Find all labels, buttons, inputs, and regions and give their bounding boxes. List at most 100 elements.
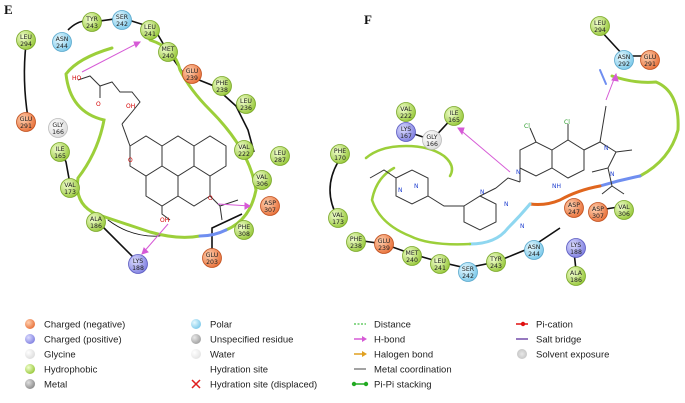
residue-bubble — [346, 232, 366, 252]
residue-bubble — [374, 234, 394, 254]
legend-label-pication: Pi-cation — [536, 320, 573, 331]
residue-bubble — [48, 118, 68, 138]
residue-number: 244 — [528, 251, 540, 258]
residue-bubble — [212, 76, 232, 96]
legend: Charged (negative)Charged (positive)Glyc… — [25, 319, 609, 391]
residue-number: 242 — [462, 273, 474, 280]
residue-bubble — [566, 266, 586, 286]
residue-name: TYR — [489, 256, 503, 263]
residue-name: GLU — [644, 54, 656, 61]
atom-label: N — [504, 201, 509, 208]
legend-marker-hydration-displaced — [191, 379, 201, 389]
residue-bubble — [140, 20, 160, 40]
legend-label-water: Water — [210, 350, 235, 361]
legend-marker-polar — [191, 319, 201, 329]
atom-label: Cl — [564, 119, 570, 126]
residue-name: VAL — [256, 174, 268, 181]
residue-name: LEU — [434, 258, 446, 265]
residue-bubble — [566, 238, 586, 258]
residue-name: LEU — [274, 150, 286, 157]
residue-number: 173 — [332, 219, 344, 226]
panel-f-hbonds — [457, 72, 619, 173]
residue-bubble — [16, 30, 36, 50]
panel-e-label: E — [4, 2, 13, 17]
residue-name: LEU — [240, 98, 252, 105]
residue-bubble — [60, 178, 80, 198]
residue-number: 239 — [378, 245, 390, 252]
residue-name: GLU — [206, 252, 218, 259]
residue-name: ASP — [264, 200, 276, 207]
residue-bubble — [458, 262, 478, 282]
residue-bubble — [564, 198, 584, 218]
legend-label-hydration-displaced: Hydration site (displaced) — [210, 380, 317, 391]
legend-label-metal: Metal — [44, 380, 67, 391]
legend-label-hbond: H-bond — [374, 335, 405, 346]
legend-marker-pipi-end — [363, 381, 369, 387]
residue-number: 294 — [20, 41, 32, 48]
residue-number: 166 — [426, 141, 438, 148]
residue-bubble — [236, 94, 256, 114]
residue-name: ASN — [528, 244, 541, 251]
legend-label-glycine: Glycine — [44, 350, 76, 361]
residue-number: 167 — [400, 133, 412, 140]
residue-number: 306 — [618, 211, 630, 218]
residue-number: 165 — [448, 117, 460, 124]
panel-f-ligand-atoms: N N N N NH N N N N Cl Cl — [398, 119, 615, 230]
legend-marker-pication-dot — [520, 321, 526, 327]
atom-label: N — [516, 169, 521, 176]
legend-marker-solvent — [517, 349, 527, 359]
residue-bubble — [614, 200, 634, 220]
hbond-line — [81, 41, 141, 73]
panel-e-pocket-outline — [64, 38, 258, 239]
residue-name: PHE — [334, 148, 346, 155]
residue-name: VAL — [238, 144, 250, 151]
legend-marker-positive — [25, 334, 35, 344]
legend-marker-water — [191, 349, 201, 359]
residue-number: 240 — [406, 257, 418, 264]
legend-marker-pipi-end — [351, 381, 357, 387]
residue-bubble — [396, 102, 416, 122]
residue-number: 307 — [264, 207, 276, 214]
legend-label-halogen: Halogen bond — [374, 350, 433, 361]
hbond-line — [141, 223, 169, 255]
residue-name: LEU — [594, 20, 606, 27]
residue-number: 308 — [238, 231, 250, 238]
panel-f-label: F — [364, 12, 372, 27]
residue-name: ALA — [90, 216, 103, 223]
residue-number: 247 — [568, 209, 580, 216]
atom-label: OH — [126, 103, 135, 110]
residue-name: SER — [462, 266, 475, 273]
residue-name: LYS — [571, 242, 581, 249]
atom-label: O — [96, 101, 101, 108]
residue-number: 170 — [334, 155, 346, 162]
residue-bubble — [234, 220, 254, 240]
atom-label: N — [398, 187, 403, 194]
hbond-arrowhead — [141, 247, 149, 255]
hbond-arrowhead — [457, 127, 465, 136]
legend-label-saltbridge: Salt bridge — [536, 335, 581, 346]
residue-number: 306 — [256, 181, 268, 188]
residue-number: 236 — [240, 105, 252, 112]
legend-label-solvent: Solvent exposure — [536, 350, 609, 361]
residue-bubble — [588, 202, 608, 222]
residue-number: 291 — [20, 123, 32, 130]
